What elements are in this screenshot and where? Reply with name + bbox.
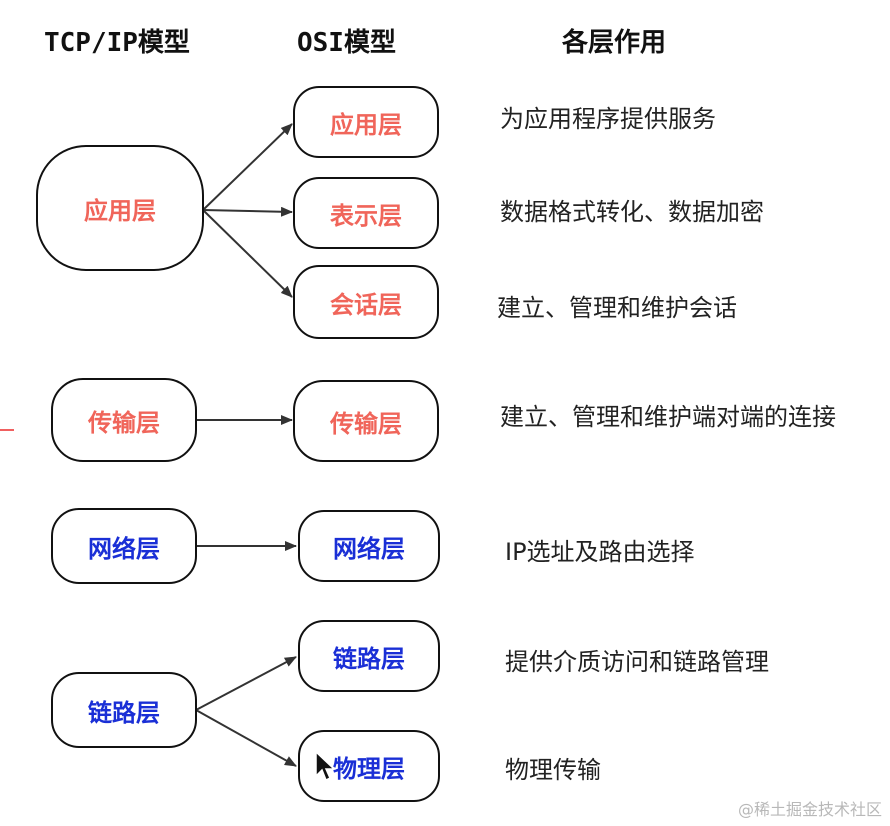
role-session: 建立、管理和维护会话 [497,294,737,322]
tcpip-layer-transport: 传输层 [51,378,197,462]
tcpip-layer-label: 链路层 [88,698,160,727]
role-transport: 建立、管理和维护端对端的连接 [500,403,836,431]
tcpip-layer-link: 链路层 [51,672,197,748]
osi-layer-transport: 传输层 [293,380,439,462]
mouse-cursor-icon [315,750,336,782]
tcpip-layer-label: 应用层 [84,196,156,225]
role-physical: 物理传输 [505,756,601,784]
osi-layer-label: 传输层 [330,409,402,438]
arrow-app-to-app [202,123,293,211]
role-application: 为应用程序提供服务 [500,105,716,133]
arrow-app-to-session [202,209,293,298]
tcpip-model-header: TCP/IP模型 [44,28,190,58]
osi-layer-label: 应用层 [330,110,402,139]
tcpip-layer-network: 网络层 [51,508,197,584]
role-network: IP选址及路由选择 [505,538,695,566]
tcpip-layer-application: 应用层 [36,145,204,271]
osi-layer-session: 会话层 [293,265,439,339]
osi-layer-application: 应用层 [293,86,439,158]
arrow-link-to-physical [195,709,297,767]
osi-layer-label: 链路层 [333,644,405,673]
role-presentation: 数据格式转化、数据加密 [500,198,764,226]
arrow-link-to-datalink [195,656,297,711]
osi-layer-label: 网络层 [333,534,405,563]
osi-layer-presentation: 表示层 [293,177,439,249]
osi-layer-network: 网络层 [298,510,440,582]
red-edge-mark [0,429,14,431]
osi-layer-label: 表示层 [330,201,402,230]
layer-roles-header: 各层作用 [562,28,667,58]
osi-model-header: OSI模型 [297,28,396,58]
osi-layer-datalink: 链路层 [298,620,440,692]
osi-layer-label: 物理层 [333,754,405,783]
osi-layer-label: 会话层 [330,290,402,319]
role-datalink: 提供介质访问和链路管理 [505,648,769,676]
arrow-app-to-presentation [202,206,293,217]
watermark: @稀土掘金技术社区 [737,800,882,819]
tcpip-layer-label: 网络层 [88,534,160,563]
tcpip-layer-label: 传输层 [88,408,160,437]
